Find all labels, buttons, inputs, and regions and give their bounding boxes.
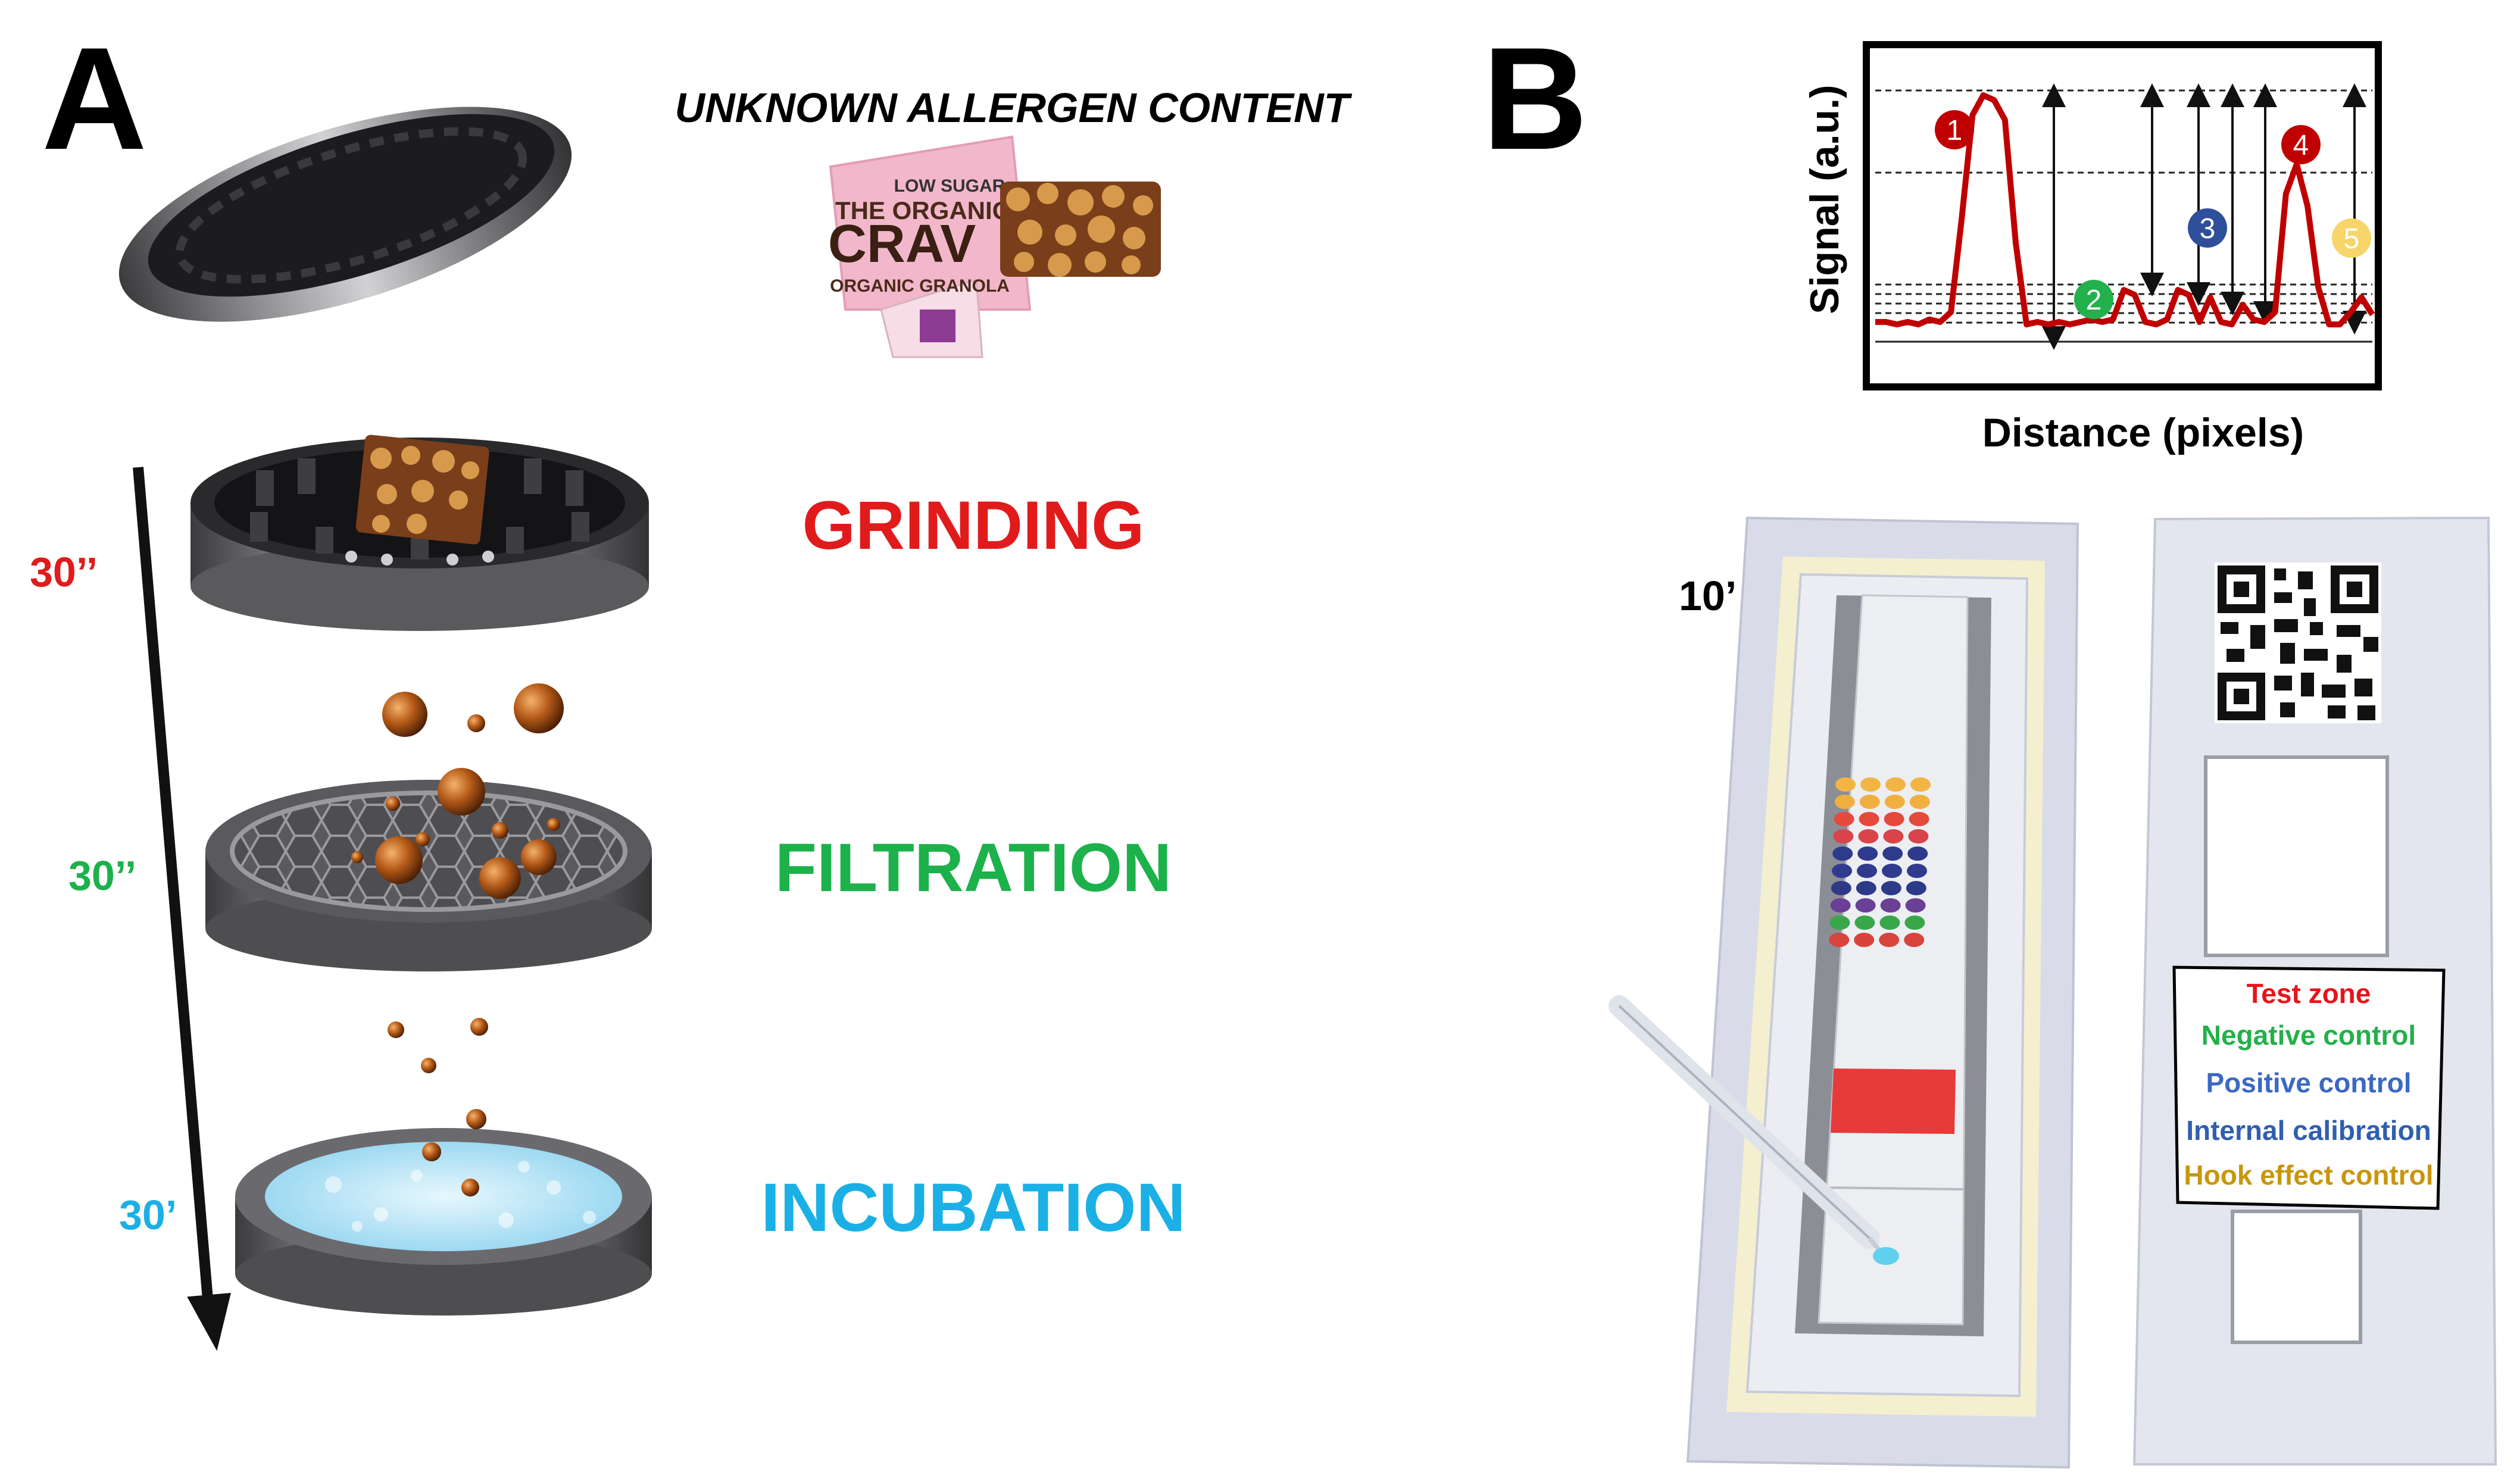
reader-cover: Test zone Negative control Positive cont… xyxy=(2132,516,2497,1466)
dot-spot xyxy=(1854,933,1875,947)
peak-marker-1: 1 xyxy=(1935,110,1974,149)
legend-box: Test zone Negative control Positive cont… xyxy=(2172,966,2446,1210)
dot-spot xyxy=(1829,933,1850,947)
grinder-lid xyxy=(118,107,572,322)
dot-spot xyxy=(1860,777,1881,792)
assay-time: 10’ xyxy=(1679,573,1737,619)
wrapper-text-line: CRAV xyxy=(828,214,976,274)
ground-particles xyxy=(382,683,564,737)
chart-frame xyxy=(1863,41,2382,390)
test-zone-rectangle xyxy=(1831,1068,1956,1134)
signal-line xyxy=(1875,92,2375,327)
step-label-grinding: GRINDING xyxy=(802,488,1145,564)
dot-array xyxy=(1829,777,1931,947)
dot-spot xyxy=(1856,881,1876,895)
step-label-filtration: FILTRATION xyxy=(775,830,1172,906)
time-arrow-head xyxy=(187,1292,231,1351)
dot-spot xyxy=(1909,812,1929,826)
dot-spot xyxy=(1904,916,1925,930)
wrapper-text-line: LOW SUGAR xyxy=(894,176,1005,196)
dot-spot xyxy=(1907,864,1927,878)
dot-spot xyxy=(1885,777,1906,792)
granola-bar-image: LOW SUGAR THE ORGANIC CRAV ORGANIC GRANO… xyxy=(828,135,1161,358)
dot-spot xyxy=(1832,846,1853,861)
chart-ylabel: Signal (a.u.) xyxy=(1802,85,1847,314)
dot-spot xyxy=(1908,829,1929,843)
dot-spot xyxy=(1835,777,1856,792)
panel-letter-a: A xyxy=(42,17,147,180)
chart-xlabel: Distance (pixels) xyxy=(1982,410,2304,455)
step-time-grinding: 30’’ xyxy=(30,549,98,595)
sample-window xyxy=(2231,1210,2362,1344)
svg-text:1: 1 xyxy=(1947,115,1963,146)
dot-spot xyxy=(1829,916,1850,930)
dot-spot xyxy=(1857,864,1877,878)
dot-spot xyxy=(1884,795,1905,809)
dot-spot xyxy=(1832,864,1852,878)
incubation-liquid xyxy=(265,1142,622,1251)
dot-spot xyxy=(1879,933,1900,947)
time-arrow xyxy=(133,467,214,1307)
panel-letter-b: B xyxy=(1482,17,1588,180)
svg-text:5: 5 xyxy=(2344,223,2360,255)
dot-spot xyxy=(1834,795,1855,809)
qr-code-icon xyxy=(2215,563,2381,723)
dot-spot xyxy=(1882,864,1902,878)
step-label-incubation: INCUBATION xyxy=(761,1170,1185,1246)
dot-spot xyxy=(1830,898,1851,913)
legend-item-negative-control: Negative control xyxy=(2202,1020,2416,1051)
chart-guides xyxy=(1875,89,2372,324)
peak-marker-5: 5 xyxy=(2332,218,2371,258)
strip-cassette xyxy=(1609,516,2079,1469)
svg-text:4: 4 xyxy=(2293,130,2309,161)
dot-spot xyxy=(1907,846,1928,861)
dot-spot xyxy=(1905,898,1926,913)
incubation-cup xyxy=(235,1109,652,1316)
step-time-incubation: 30’ xyxy=(119,1192,177,1238)
dot-spot xyxy=(1833,829,1854,843)
dot-spot xyxy=(1831,881,1851,895)
dot-spot xyxy=(1909,795,1930,809)
dot-spot xyxy=(1859,812,1879,826)
reading-window xyxy=(2204,755,2389,957)
dot-spot xyxy=(1854,916,1875,930)
dot-spot xyxy=(1906,881,1926,895)
dot-spot xyxy=(1858,829,1879,843)
peak-marker-3: 3 xyxy=(2188,208,2227,248)
svg-text:3: 3 xyxy=(2200,213,2216,245)
dot-spot xyxy=(1859,795,1880,809)
step-time-filtration: 30’’ xyxy=(68,852,136,899)
dot-spot xyxy=(1882,846,1903,861)
dot-spot xyxy=(1880,898,1901,913)
legend-item-hook-effect-control: Hook effect control xyxy=(2184,1160,2433,1191)
pipette xyxy=(1609,995,1899,1265)
dot-spot xyxy=(1857,846,1878,861)
sample-heading: UNKNOWN ALLERGEN CONTENT xyxy=(675,85,1353,131)
dot-spot xyxy=(1881,881,1901,895)
dot-spot xyxy=(1879,916,1900,930)
dot-spot xyxy=(1884,812,1904,826)
dot-spot xyxy=(1910,777,1931,792)
signal-chart: 1 2 3 4 5 Signal (a.u.) Distance (pixels… xyxy=(1802,41,2382,455)
dot-spot xyxy=(1904,933,1925,947)
wrapper-text-line: ORGANIC GRANOLA xyxy=(830,276,1010,296)
dot-spot xyxy=(1855,898,1876,913)
legend-item-internal-calibration: Internal calibration xyxy=(2186,1115,2431,1146)
grinding-chamber xyxy=(191,435,649,631)
peak-marker-4: 4 xyxy=(2281,125,2321,164)
legend-item-positive-control: Positive control xyxy=(2206,1067,2411,1098)
legend-item-test-zone: Test zone xyxy=(2247,978,2371,1009)
chart-arrows xyxy=(2042,83,2366,350)
wrapper-shape xyxy=(829,135,1032,311)
svg-text:2: 2 xyxy=(2086,285,2102,316)
filter-chamber xyxy=(205,768,652,971)
filtered-particles xyxy=(388,1018,488,1073)
dot-spot xyxy=(1834,812,1854,826)
wrapper-text-line: THE ORGANIC xyxy=(835,196,1010,224)
granola-piece xyxy=(1000,182,1161,277)
peak-marker-2: 2 xyxy=(2074,280,2113,319)
dot-spot xyxy=(1883,829,1904,843)
